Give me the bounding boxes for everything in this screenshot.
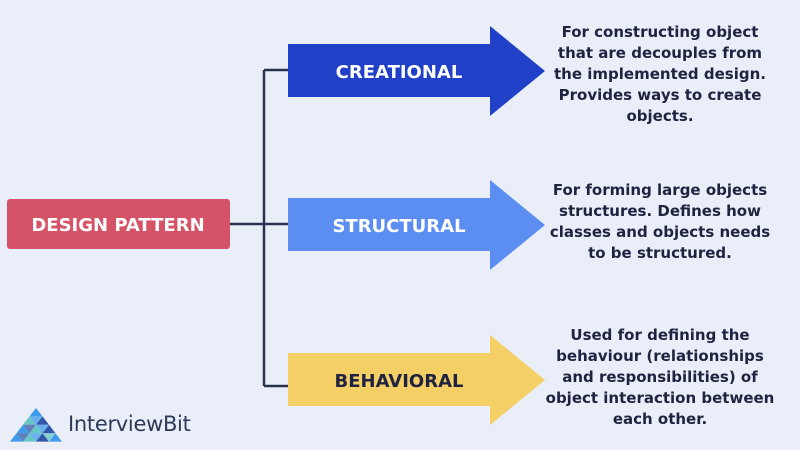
logo-triangle xyxy=(29,433,43,442)
logo-triangle xyxy=(29,424,43,434)
arrow-creational-label: CREATIONAL xyxy=(336,62,463,83)
logo-triangle xyxy=(36,424,49,434)
arrow-behavioral-label: BEHAVIORAL xyxy=(335,371,464,392)
interviewbit-triangle-logo-icon xyxy=(10,408,62,442)
root-node-box xyxy=(7,199,230,249)
branch-behavioral: BEHAVIORAL xyxy=(288,335,545,425)
interviewbit-logo: InterviewBit xyxy=(8,404,191,444)
logo-triangle xyxy=(29,416,43,425)
arrow-creational xyxy=(288,26,545,116)
connector-trunk xyxy=(230,70,266,386)
branch-structural: STRUCTURAL xyxy=(288,180,545,270)
arrow-structural xyxy=(288,180,545,270)
root-node-label: DESIGN PATTERN xyxy=(31,215,204,236)
logo-triangle xyxy=(42,433,56,442)
arrow-structural-label: STRUCTURAL xyxy=(332,216,465,237)
logo-triangle xyxy=(16,424,30,434)
branch-creational: CREATIONAL xyxy=(288,26,545,116)
logo-triangle xyxy=(23,416,36,425)
description-creational: For constructing object that are decoupl… xyxy=(554,23,766,125)
arrow-behavioral xyxy=(288,335,545,425)
logo-triangle xyxy=(10,433,23,442)
description-structural: For forming large objects structures. De… xyxy=(549,181,771,262)
root-node: DESIGN PATTERN xyxy=(7,199,230,249)
logo-triangle xyxy=(36,416,49,425)
logo-triangle xyxy=(16,433,30,442)
logo-triangle xyxy=(23,424,36,434)
logo-text: InterviewBit xyxy=(68,412,191,436)
logo-triangle xyxy=(29,408,43,417)
logo-triangle xyxy=(49,433,62,442)
connector-lines xyxy=(230,68,290,388)
logo-triangle xyxy=(42,424,56,434)
logo-triangle xyxy=(36,433,49,442)
description-behavioral: Used for defining the behaviour (relatio… xyxy=(545,326,775,428)
logo-triangle xyxy=(23,433,36,442)
